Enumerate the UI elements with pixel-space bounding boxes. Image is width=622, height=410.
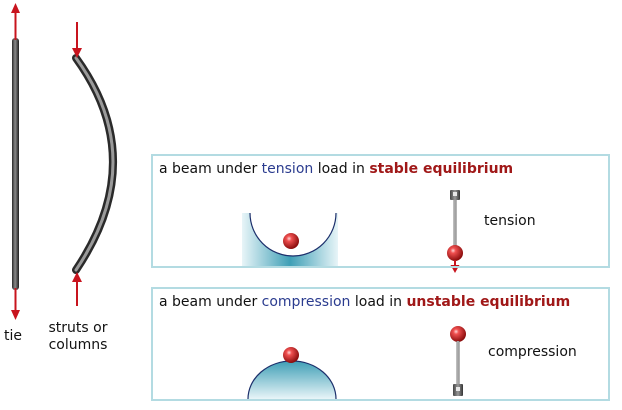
- tie-bottom-arrow-icon: [11, 288, 20, 320]
- strut-label-line1: struts or: [48, 320, 108, 336]
- compression-tag: compression: [488, 344, 577, 360]
- tie-top-arrow-icon: [11, 3, 20, 40]
- strut-column: [72, 54, 117, 274]
- tension-beam: [447, 190, 463, 261]
- tie-label: tie: [4, 328, 22, 344]
- compression-title-prefix: a beam under: [159, 294, 262, 310]
- unstable-ball: [283, 347, 299, 363]
- stable-ball: [283, 233, 299, 249]
- strut-label-line2: columns: [48, 337, 108, 353]
- compression-title-middle: load in: [350, 294, 407, 310]
- compression-load-keyword: compression: [261, 294, 351, 310]
- compression-panel-title: a beam under compression load in unstabl…: [159, 294, 570, 310]
- tie-rod: [12, 38, 19, 290]
- strut-bottom-arrow-icon: [72, 272, 82, 306]
- tension-load-keyword: tension: [261, 161, 314, 177]
- tension-title-prefix: a beam under: [159, 161, 262, 177]
- tension-panel-title: a beam under tension load in stable equi…: [159, 161, 513, 177]
- compression-panel: a beam under compression load in unstabl…: [151, 287, 610, 401]
- unstable-equilibrium-keyword: unstable equilibrium: [406, 294, 571, 310]
- tension-tag: tension: [484, 213, 536, 229]
- compression-beam: [450, 326, 466, 396]
- stable-equilibrium-keyword: stable equilibrium: [369, 161, 514, 177]
- stable-bowl: [242, 212, 338, 266]
- strut-top-arrow-icon: [72, 22, 82, 58]
- strut-label: struts or columns: [38, 320, 118, 354]
- tension-title-middle: load in: [313, 161, 370, 177]
- tension-panel: a beam under tension load in stable equi…: [151, 154, 610, 268]
